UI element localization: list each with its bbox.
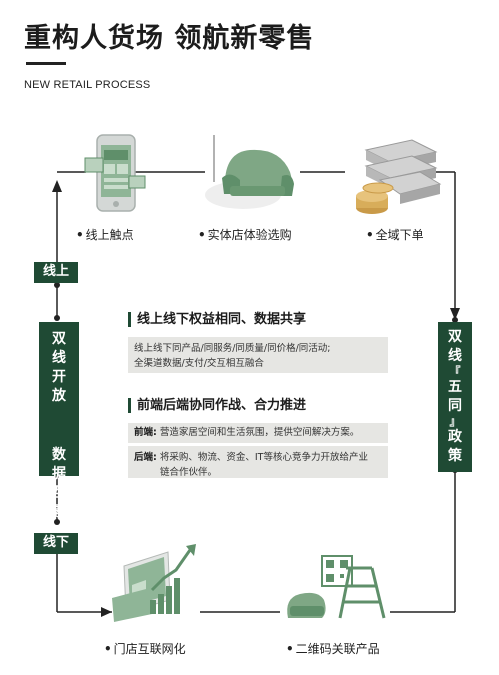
back-text-1: 将采购、物流、资金、IT等核心竞争力开放给产业 — [159, 452, 368, 463]
arrow-right-icon — [101, 607, 112, 617]
connector-lines — [56, 171, 456, 613]
smartphone-icon — [84, 134, 146, 212]
title-underline — [26, 62, 66, 65]
section-2-heading: 前端后端协同作战、合力推进 — [128, 398, 306, 413]
qr-shelf-icon — [287, 555, 386, 619]
front-label: 前端: — [134, 427, 157, 438]
section-2-back-panel: 后端: 将采购、物流、资金、IT等核心竞争力开放给产业 链合作伙伴。 — [128, 446, 388, 478]
arrow-up-icon — [52, 180, 62, 192]
section-2-front-panel: 前端: 营造家居空间和生活氛围，提供空间解决方案。 — [128, 423, 388, 443]
node-store-network: •门店互联网化 — [104, 642, 186, 656]
node-store-experience: •实体店体验选购 — [198, 228, 292, 242]
right-policy-box: 双 线 『 五 同 』 政 策 — [438, 322, 472, 472]
section-1-line-1: 线上线下同产品/同服务/同质量/同价格/同活动; — [134, 343, 331, 354]
tag-online: 线上 — [34, 262, 78, 283]
left-box-col-1: 双 线 开 放 — [52, 331, 66, 404]
section-1-heading: 线上线下权益相同、数据共享 — [128, 312, 306, 327]
section-1-line-2: 全渠道数据/支付/交互相互融合 — [134, 358, 264, 369]
tag-offline: 线下 — [34, 533, 78, 554]
left-policy-box: 双 线 开 放 数 据 互 融 — [39, 322, 79, 520]
back-text-2: 链合作伙伴。 — [160, 467, 218, 478]
monitor-chart-icon — [112, 544, 196, 622]
left-box-col-2: 数 据 互 融 — [52, 447, 66, 520]
page-subtitle: NEW RETAIL PROCESS — [24, 79, 151, 91]
front-text: 营造家居空间和生活氛围，提供空间解决方案。 — [159, 427, 360, 438]
cash-coins-icon — [356, 139, 442, 214]
armchair-icon — [205, 135, 294, 209]
node-qr-products: •二维码关联产品 — [286, 642, 380, 656]
back-label: 后端: — [134, 452, 157, 463]
right-box-column: 双 线 『 五 同 』 政 策 — [448, 329, 462, 464]
arrow-down-icon — [450, 308, 460, 320]
node-omni-order: •全域下单 — [366, 228, 424, 242]
arrow-heads — [52, 180, 460, 617]
section-1-panel: 线上线下同产品/同服务/同质量/同价格/同活动; 全渠道数据/支付/交互相互融合 — [128, 337, 388, 373]
page-title: 重构人货场 领航新零售 — [24, 23, 315, 54]
node-online-touch: •线上触点 — [76, 228, 134, 242]
